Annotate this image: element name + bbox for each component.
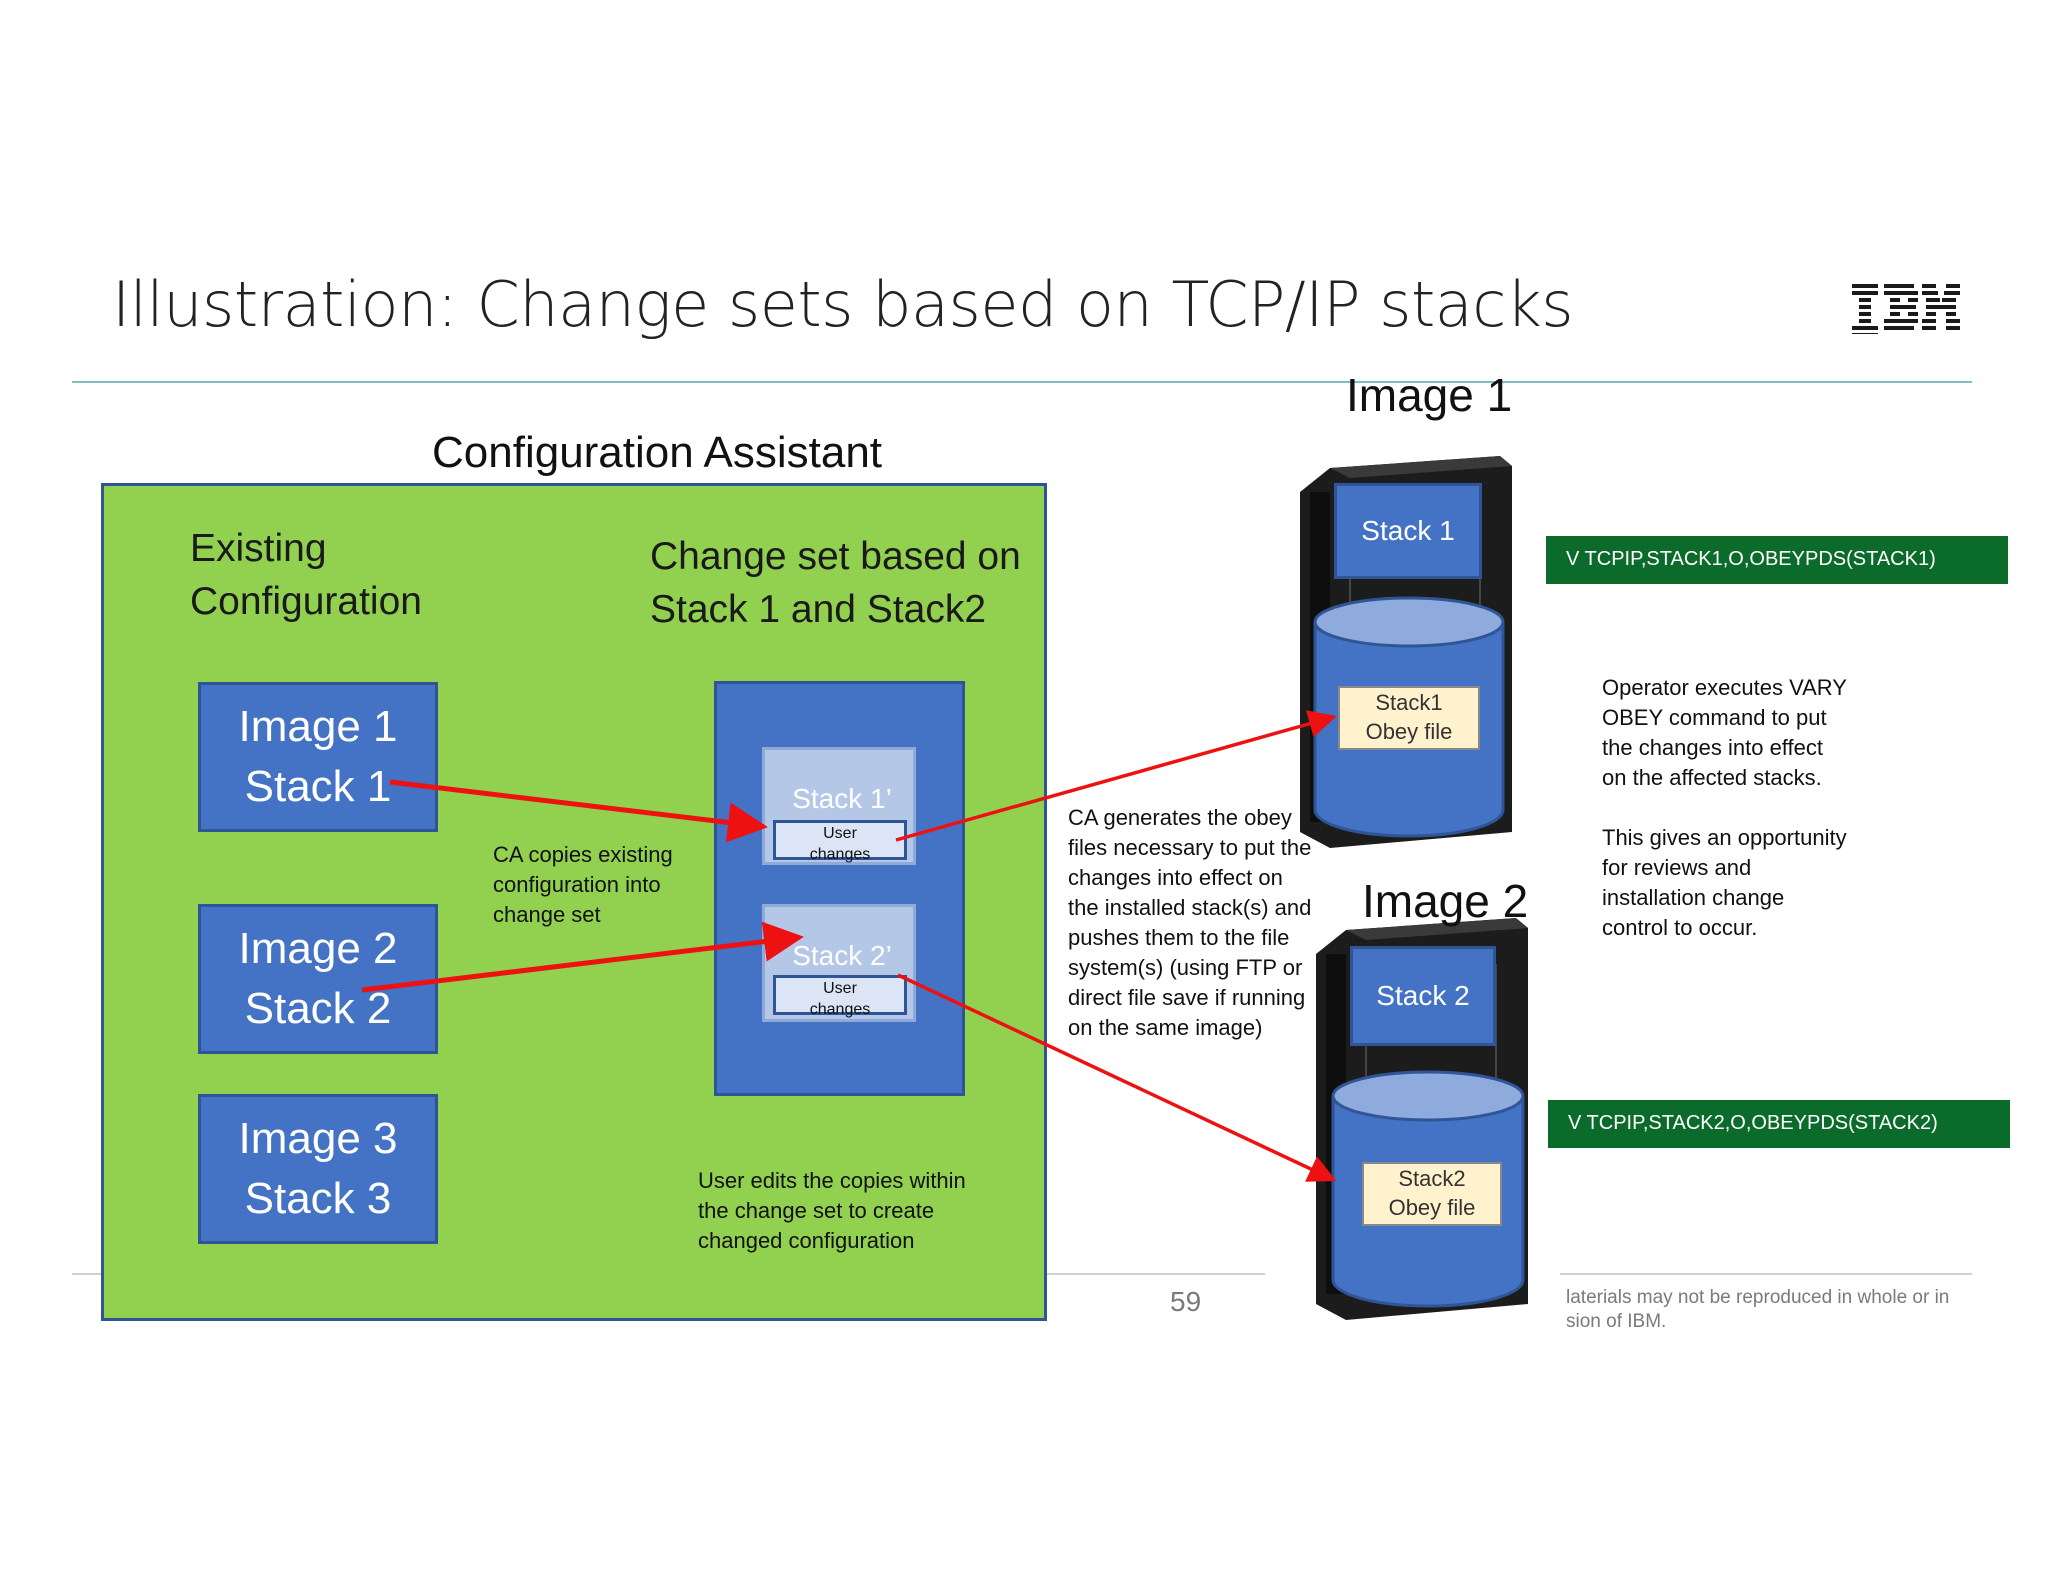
image-1-label: Image 1 (1346, 369, 1513, 421)
vary-command-bar: V TCPIP,STACK2,O,OBEYPDS(STACK2) (1548, 1100, 2010, 1148)
footer-line: sion of IBM. (1566, 1311, 1667, 1332)
configuration-assistant-heading: Configuration Assistant (432, 428, 883, 477)
push-arrow (897, 973, 1337, 1182)
server-stack-box: Stack 1 (1334, 483, 1482, 579)
push-arrow (895, 710, 1337, 842)
copy-arrow (361, 921, 804, 993)
change-set-item-label: Stack 1’ (792, 783, 892, 814)
user-changes-line: changes (809, 1001, 871, 1018)
heading-line: Configuration (190, 580, 422, 623)
note-line: OBEY command to put (1602, 705, 1827, 730)
image-2-label: Image 2 (1362, 875, 1529, 927)
edit-note: User edits the copies within the change … (698, 1166, 966, 1256)
note-line: the change set to create (698, 1198, 935, 1223)
obey-file-line: Obey file (1365, 719, 1453, 744)
note-line: control to occur. (1602, 915, 1758, 940)
note-line: on the same image) (1068, 1015, 1263, 1040)
stack-name: Stack 3 (244, 1174, 392, 1223)
note-line: files necessary to put the (1068, 835, 1312, 860)
existing-stack-box: Image 3 Stack 3 (198, 1094, 438, 1244)
obey-file-line: Stack2 (1398, 1166, 1466, 1191)
obey-file-line: Obey file (1388, 1195, 1476, 1220)
server-stack-box: Stack 2 (1350, 946, 1496, 1046)
note-line: configuration into (493, 872, 661, 897)
heading-line: Stack 1 and Stack2 (650, 588, 987, 631)
note-line: direct file save if running (1068, 985, 1306, 1010)
note-line: User edits the copies within (698, 1168, 966, 1193)
user-changes-box: User changes (773, 820, 907, 863)
note-line: pushes them to the file (1068, 925, 1290, 950)
image-name: Image 2 (238, 924, 398, 973)
ca-generates-note: CA generates the obey files necessary to… (1068, 803, 1311, 1043)
note-line: changed configuration (698, 1228, 915, 1253)
obey-file-box: Stack1 Obey file (1338, 686, 1480, 750)
copyright-footer: laterials may not be reproduced in whole… (1566, 1286, 1949, 1334)
footer-divider-right (1560, 1273, 1972, 1275)
note-line: for reviews and (1602, 855, 1752, 880)
stack-name: Stack 2 (244, 984, 392, 1033)
existing-stack-box: Image 2 Stack 2 (198, 904, 438, 1054)
note-line: system(s) (using FTP or (1068, 955, 1303, 980)
copy-note: CA copies existing configuration into ch… (493, 840, 673, 930)
note-line: the installed stack(s) and (1068, 895, 1312, 920)
operator-note: Operator executes VARY OBEY command to p… (1602, 673, 1847, 943)
vary-command-bar: V TCPIP,STACK1,O,OBEYPDS(STACK1) (1546, 536, 2008, 584)
copy-arrow (389, 779, 768, 843)
heading-line: Change set based on (650, 535, 1021, 578)
image-name: Image 1 (238, 702, 398, 751)
change-set-item-label: Stack 2’ (792, 940, 892, 971)
change-set-item: Stack 1’ User changes (762, 747, 916, 865)
note-line: the changes into effect (1602, 735, 1823, 760)
user-changes-line: User (823, 980, 857, 997)
ibm-logo (1852, 284, 1960, 334)
page-number: 59 (1170, 1286, 1202, 1317)
change-set-item: Stack 2’ User changes (762, 904, 916, 1022)
note-line: Operator executes VARY (1602, 675, 1847, 700)
title-divider (72, 381, 1972, 383)
existing-stack-box: Image 1 Stack 1 (198, 682, 438, 832)
user-changes-line: changes (809, 846, 871, 863)
stack-name: Stack 1 (244, 762, 392, 811)
obey-file-box: Stack2 Obey file (1362, 1162, 1502, 1226)
footer-line: laterials may not be reproduced in whole… (1566, 1287, 1950, 1308)
image-name: Image 3 (238, 1114, 398, 1163)
note-line: CA copies existing (493, 842, 673, 867)
note-line: change set (493, 902, 601, 927)
change-set-heading: Change set based on Stack 1 and Stack2 (650, 530, 1021, 636)
user-changes-box: User changes (773, 975, 907, 1018)
obey-file-line: Stack1 (1375, 690, 1443, 715)
note-line: installation change (1602, 885, 1785, 910)
heading-line: Existing (190, 527, 327, 570)
note-line: This gives an opportunity (1602, 825, 1847, 850)
user-changes-line: User (823, 825, 857, 842)
existing-configuration-heading: Existing Configuration (190, 522, 422, 628)
note-line: on the affected stacks. (1602, 765, 1822, 790)
slide-title: Illustration: Change sets based on TCP/I… (112, 268, 1574, 341)
note-line: changes into effect on (1068, 865, 1283, 890)
note-line: CA generates the obey (1068, 805, 1292, 830)
